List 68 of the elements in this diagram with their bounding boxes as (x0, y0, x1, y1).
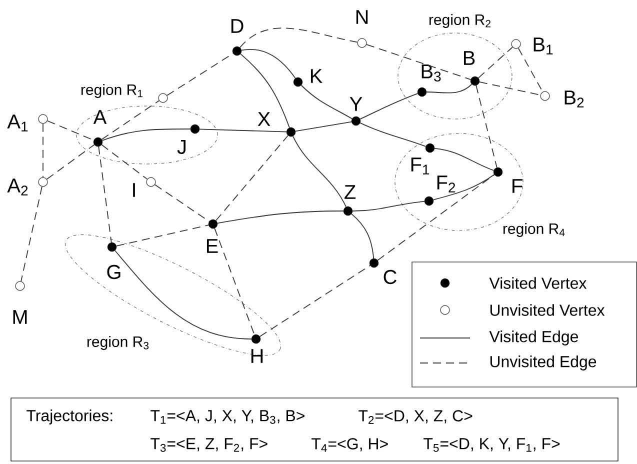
vertex-label: B$_{2}$ (564, 90, 584, 108)
edge-line (259, 265, 371, 337)
region-label: region R$_{3}$ (87, 336, 149, 350)
region-label: region R$_{2}$ (429, 14, 490, 28)
vertex-label: B$_{3}$ (422, 64, 441, 82)
edge-line (295, 121, 352, 132)
edge-line (366, 44, 472, 80)
edge-line (101, 100, 160, 140)
edge-line (426, 84, 472, 94)
vertex-label: K (310, 69, 322, 83)
edge-line (351, 214, 374, 259)
edge-line (478, 46, 513, 78)
edge-line (214, 228, 255, 336)
edge-line (300, 84, 352, 120)
vertex-label: C (384, 270, 396, 284)
vertex-label: A$_{1}$ (7, 114, 28, 132)
edge-line (352, 200, 425, 212)
edge-line (360, 122, 426, 147)
edge-line (116, 224, 209, 246)
vertex-label: D (231, 19, 244, 33)
edge-line (114, 250, 252, 340)
edge-line (46, 144, 95, 180)
vertex-label: M (13, 310, 27, 324)
legend-label: Visited Edge (489, 330, 578, 346)
edge-line (101, 144, 148, 180)
vertex-label: J (177, 140, 186, 154)
edge-line (433, 174, 495, 200)
edge-line (199, 128, 287, 132)
edge-line (154, 184, 210, 222)
vertex-label: H (251, 349, 263, 363)
edge-line (240, 54, 290, 128)
vertex-label: N (356, 10, 368, 24)
edge-line (241, 49, 296, 79)
edge-line (377, 174, 495, 261)
vertex-label: X (258, 112, 270, 126)
region-label: region R$_{1}$ (81, 84, 142, 98)
vertex-label: Y (350, 97, 362, 111)
vertex-label: G (107, 264, 120, 280)
edge-line (98, 146, 112, 243)
vertex-label: Z (344, 185, 356, 199)
edge-line (166, 53, 234, 96)
edge-line (518, 48, 544, 92)
edge-line (20, 186, 42, 282)
legend-label: Visited Vertex (489, 277, 587, 289)
vertex-label: B (464, 51, 475, 65)
edge-line (292, 136, 346, 208)
edge-line (102, 128, 191, 141)
edge-line (216, 135, 288, 221)
trajectory-box: Trajectories: T$_{1}$=<A, J, X, Y, B$_{3}$, B> T$_{2}$=<D, X, Z, C> T$_{3}$=<E, Z, F$_{2}$, F> T$_{4}$=<G, H> T$_{5}$=<D, K, Y, F$_{1}$, F> (10, 398, 618, 462)
vertex-label: A (93, 110, 107, 124)
vertex-label: F (512, 179, 522, 193)
vertex (158, 93, 168, 103)
edge-line (434, 148, 494, 171)
region-label: region R$_{4}$ (503, 223, 565, 237)
edge-line (42, 123, 44, 178)
vertex-label: I (133, 183, 135, 197)
edge-line (360, 93, 418, 120)
legend-label: Unvisited Edge (490, 356, 596, 370)
edge-line (240, 28, 358, 48)
vertex-label: A$_{2}$ (7, 178, 28, 196)
edge-line (479, 82, 541, 96)
vertex-label: F$_{2}$ (437, 176, 456, 192)
vertex-label: E (206, 239, 218, 253)
legend-label: Unvisited Vertex (490, 304, 605, 316)
vertex-label: B$_{1}$ (534, 38, 553, 54)
edge-line (217, 210, 344, 224)
edge-line (476, 85, 498, 168)
vertex-label: F$_{1}$ (411, 158, 430, 174)
